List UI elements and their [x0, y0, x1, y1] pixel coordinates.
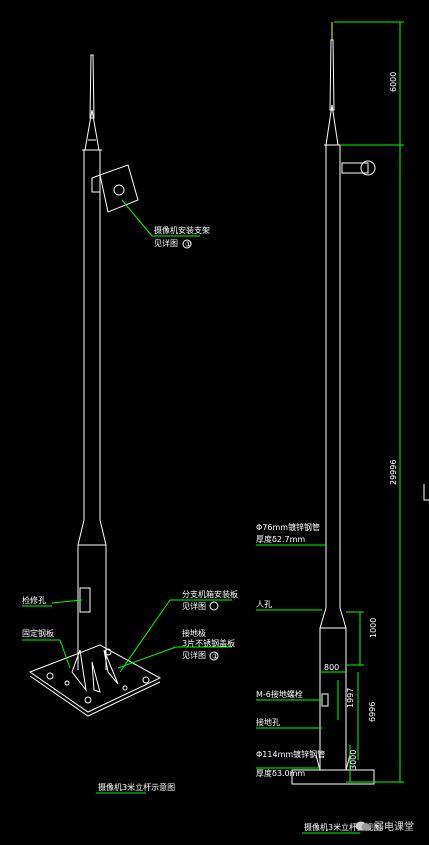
dim-6996: 6996	[368, 702, 377, 722]
lower-tube-label: Φ114mm镀锌钢管	[256, 749, 325, 759]
right-rod	[329, 39, 335, 111]
right-pole-view	[291, 22, 376, 785]
upper-tube-thickness: 厚度δ2.7mm	[256, 534, 305, 544]
foundation-plate-label: 固定钢板	[22, 628, 54, 638]
inspection-hole-label: 检修孔	[22, 595, 46, 605]
camera-bracket-label: 摄像机安装支架	[154, 225, 210, 235]
wechat-icon	[355, 821, 371, 831]
camera-bracket-symbol: ①	[185, 240, 192, 249]
lower-tube-thickness: 厚度δ3.0mm	[256, 768, 305, 778]
dim-top: 6000	[389, 72, 398, 92]
upper-tube-label: Φ76mm镀锌钢管	[256, 522, 320, 532]
ground-sub2: 见详图	[182, 650, 206, 660]
dim-3000: 3000	[349, 750, 358, 770]
dim-main: 29996	[389, 460, 398, 485]
finial-cone	[84, 109, 100, 151]
taper-joint	[77, 519, 107, 546]
right-camera-mount	[341, 162, 369, 174]
camera-bracket-plate	[99, 164, 139, 213]
dim-800: 800	[324, 663, 339, 672]
inspection-label: 人孔	[256, 600, 272, 609]
left-pole-view	[28, 54, 162, 717]
right-view-title: 摄像机3米立杆正视图	[304, 822, 381, 832]
corner-marker	[423, 484, 429, 501]
watermark-text: 弱电课堂	[374, 822, 414, 833]
dim-1997: 1997	[346, 688, 355, 708]
ground-label: 接地极	[182, 628, 206, 638]
base-plate	[28, 644, 162, 713]
right-ground-label: 接地孔	[256, 717, 280, 727]
left-leaders	[22, 199, 232, 794]
ground-sub: 3片不锈钢盖板	[182, 638, 235, 648]
left-view-title: 摄像机3米立杆示意图	[98, 782, 175, 792]
right-base-plate	[291, 769, 375, 785]
bolt-label: M-6接地螺栓	[256, 689, 303, 699]
right-inspection-door	[321, 693, 329, 707]
camera-bracket-sub: 见详图	[154, 238, 178, 248]
dim-1000: 1000	[369, 618, 378, 638]
lightning-rod	[89, 54, 95, 119]
watermark: 弱电课堂	[355, 818, 414, 833]
box-bracket-sub: 见详图	[182, 601, 206, 611]
right-finial	[325, 104, 339, 146]
bracket-hole	[113, 184, 125, 196]
right-dimensions	[256, 21, 404, 834]
ground-symbol: ①	[212, 652, 219, 661]
box-bracket-label: 分支机箱安装板	[182, 589, 238, 599]
